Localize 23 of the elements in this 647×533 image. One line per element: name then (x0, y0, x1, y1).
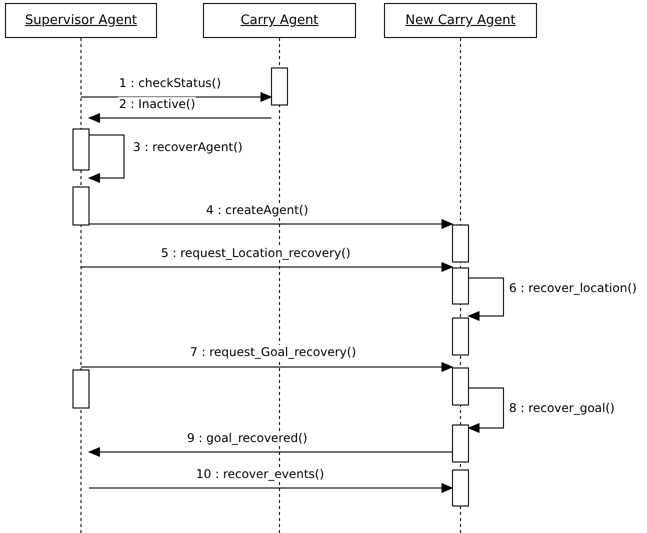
message-arrow (88, 447, 453, 457)
message-arrow (88, 219, 454, 229)
message-label: 7 : request_Goal_recovery() (189, 345, 358, 359)
message-arrow (88, 134, 124, 183)
message-label: 5 : request_Location_recovery() (160, 246, 352, 260)
message-arrow (468, 278, 504, 321)
message-arrow (80, 262, 454, 272)
lifeline-header-box: Carry Agent (203, 3, 356, 38)
message-label: 3 : recoverAgent() (132, 140, 244, 154)
lifeline-header-box: Supervisor Agent (5, 3, 157, 38)
message-label: 8 : recover_goal() (508, 401, 616, 415)
message-arrow (468, 388, 504, 433)
message-label: 9 : goal_recovered() (186, 431, 308, 445)
message-arrow (88, 483, 454, 493)
message-label: 4 : createAgent() (205, 203, 310, 217)
message-label: 6 : recover_location() (508, 281, 638, 295)
message-label: 2 : Inactive() (118, 97, 196, 111)
message-arrow (80, 92, 272, 102)
message-arrow (80, 362, 454, 372)
message-arrow (88, 113, 272, 123)
lifeline-header-box: New Carry Agent (384, 3, 537, 38)
message-label: 10 : recover_events() (195, 467, 326, 481)
message-label: 1 : checkStatus() (118, 76, 222, 90)
